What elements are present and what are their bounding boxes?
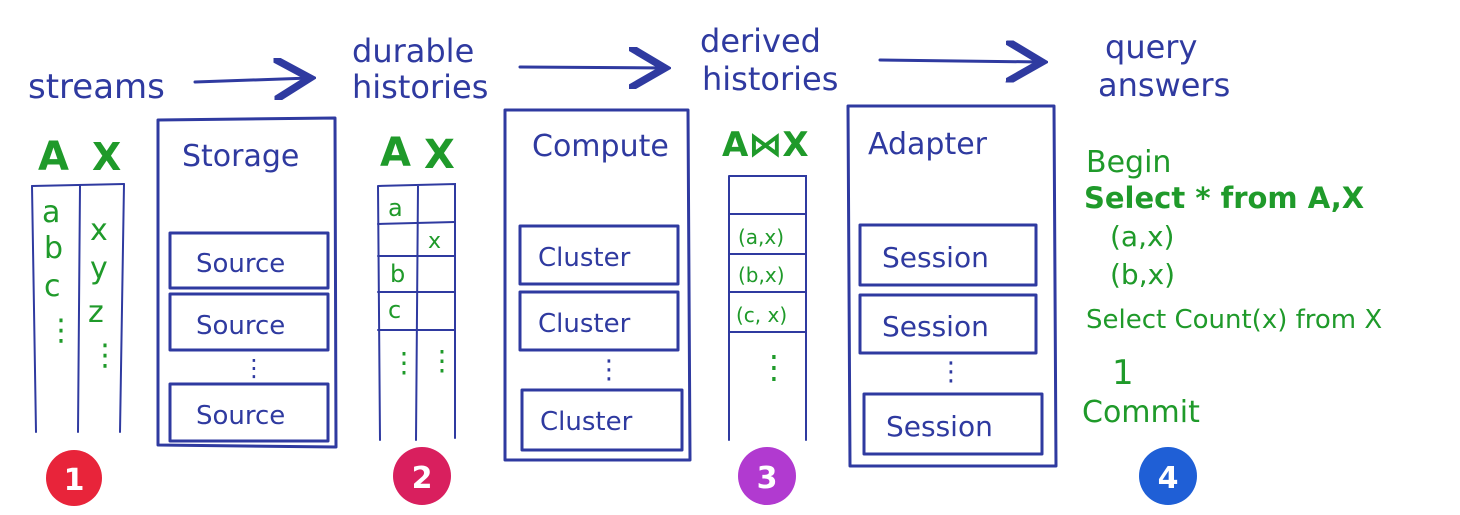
stream-a-val-0: a [42, 195, 60, 230]
derived-row-1: (b,x) [738, 263, 785, 287]
durable-cell-1-x: x [428, 229, 441, 254]
query-answers: Begin Select * from A,X (a,x) (b,x) Sele… [1082, 145, 1382, 430]
source-box-0 [168, 231, 330, 290]
stream-col-a-header: A [38, 134, 69, 180]
badge-4-label: 4 [1158, 461, 1179, 496]
query-line-begin: Begin [1086, 145, 1171, 180]
derived-row-2: (c, x) [736, 303, 787, 327]
storage-ellipsis: ⋮ [242, 354, 266, 382]
stage-query-line1: query [1105, 28, 1197, 66]
session-label-0: Session [882, 241, 989, 274]
cluster-box-2 [520, 388, 684, 452]
session-label-1: Session [882, 310, 989, 343]
stage-query-line2: answers [1098, 66, 1230, 104]
cluster-box-1 [518, 290, 680, 352]
query-line-row-ax: (a,x) [1110, 220, 1174, 253]
stream-x-val-2: z [88, 295, 104, 330]
durable-col-a-header: A [380, 130, 411, 176]
arrow-durable-to-derived [518, 67, 665, 68]
durable-ellipsis-x: ⋮ [428, 344, 456, 377]
session-box-2 [862, 392, 1044, 456]
query-line-select-count: Select Count(x) from X [1086, 305, 1382, 335]
derived-header: A⋈X [722, 125, 809, 165]
stage-derived-line2: histories [702, 60, 838, 98]
adapter-title: Adapter [868, 127, 988, 162]
source-box-1 [168, 292, 330, 352]
query-line-row-bx: (b,x) [1110, 258, 1175, 291]
session-label-2: Session [886, 410, 993, 443]
stream-a-val-3: ⋮ [46, 313, 76, 348]
stage-streams: streams [28, 67, 165, 107]
derived-ellipsis: ⋮ [758, 348, 790, 386]
badge-3-label: 3 [757, 461, 778, 496]
durable-cell-2-a: b [390, 260, 405, 288]
storage-panel: Storage Source Source ⋮ Source [156, 116, 338, 449]
durable-table: A X a x b c ⋮ ⋮ [377, 130, 456, 441]
stream-x-val-0: x [90, 213, 108, 248]
source-label-0: Source [196, 249, 285, 279]
compute-ellipsis: ⋮ [596, 355, 622, 385]
cluster-label-2: Cluster [540, 407, 633, 437]
durable-col-x-header: X [424, 132, 455, 178]
durable-ellipsis-a: ⋮ [390, 346, 418, 379]
derived-row-0: (a,x) [738, 225, 784, 249]
cluster-label-1: Cluster [538, 309, 631, 339]
compute-title: Compute [532, 129, 669, 164]
stream-x-val-3: ⋮ [90, 338, 120, 373]
stage-durable-line1: durable [352, 32, 474, 70]
stream-columns: A X a b c ⋮ x y z ⋮ [31, 134, 125, 433]
arrow-derived-to-query [878, 60, 1042, 62]
stream-col-x-header: X [92, 135, 121, 179]
query-line-select-join: Select * from A,X [1084, 181, 1364, 215]
badge-4: 4 [1139, 447, 1197, 505]
durable-cell-0-a: a [388, 194, 403, 222]
badge-1: 1 [46, 450, 102, 506]
session-box-0 [858, 223, 1038, 287]
badge-2: 2 [393, 447, 451, 505]
derived-table: A⋈X (a,x) (b,x) (c, x) ⋮ [722, 125, 809, 441]
stage-derived-line1: derived [700, 22, 821, 60]
adapter-panel: Adapter Session Session ⋮ Session [846, 104, 1058, 468]
badge-1-label: 1 [64, 463, 85, 498]
source-label-1: Source [196, 311, 285, 341]
adapter-ellipsis: ⋮ [938, 357, 964, 387]
compute-panel: Compute Cluster Cluster ⋮ Cluster [503, 108, 692, 462]
cluster-box-0 [518, 224, 680, 286]
stream-a-val-2: c [44, 269, 61, 304]
durable-cell-3-a: c [388, 296, 401, 324]
badge-2-label: 2 [412, 461, 433, 496]
source-label-2: Source [196, 401, 285, 431]
stage-durable-line2: histories [352, 68, 488, 106]
source-box-2 [168, 382, 330, 443]
badge-3: 3 [738, 447, 796, 505]
storage-title: Storage [182, 139, 299, 174]
query-line-count-result: 1 [1112, 353, 1134, 393]
arrow-streams-to-durable [193, 78, 310, 82]
stream-a-val-1: b [44, 231, 63, 266]
session-box-1 [858, 293, 1038, 355]
stream-x-val-1: y [90, 251, 108, 286]
cluster-label-0: Cluster [538, 243, 631, 273]
query-line-commit: Commit [1082, 395, 1200, 430]
